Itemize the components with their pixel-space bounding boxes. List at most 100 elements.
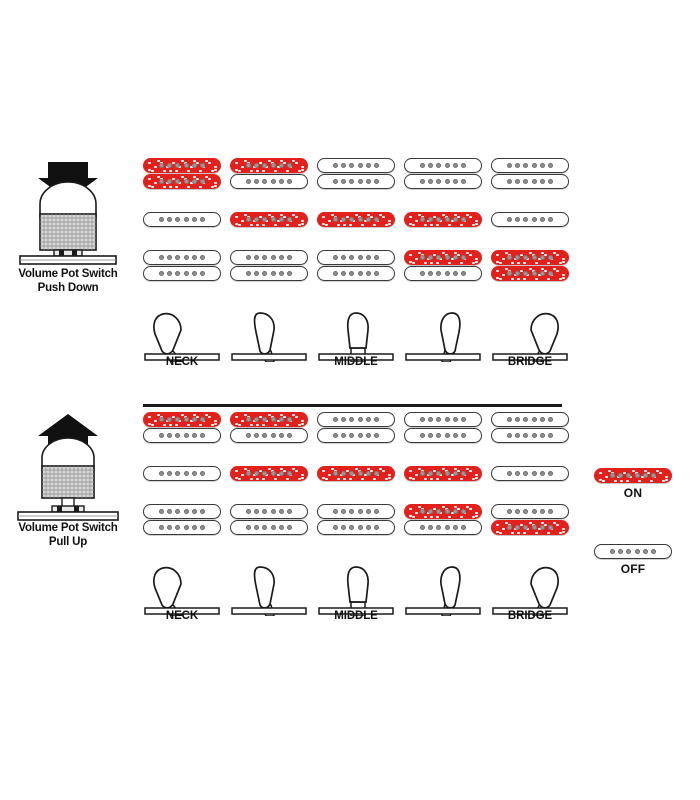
switch-lever-pos2[interactable] — [230, 564, 308, 622]
pole-piece — [349, 525, 355, 530]
pole-piece — [461, 525, 467, 530]
pole-piece — [523, 179, 529, 184]
pole-piece — [253, 417, 259, 422]
pole-piece — [270, 525, 276, 530]
pole-piece — [357, 471, 363, 476]
pole-piece — [200, 163, 206, 168]
coil-bottom — [404, 174, 482, 189]
pole-pieces — [318, 159, 394, 172]
pole-piece — [200, 471, 206, 476]
pole-piece — [461, 417, 467, 422]
pole-piece — [200, 255, 206, 260]
pole-piece — [540, 417, 546, 422]
switch-lever-icon — [492, 566, 568, 617]
coil-bottom — [230, 266, 308, 281]
legend: ON OFF — [585, 468, 681, 576]
switch-lever-pos3[interactable]: MIDDLE — [317, 564, 395, 622]
switch-position-label-3: MIDDLE — [334, 356, 378, 368]
pickup-middle-single-coil-pos1 — [143, 212, 221, 228]
coil-top — [317, 412, 395, 427]
pole-piece — [200, 525, 206, 530]
coil-top — [143, 412, 221, 427]
coil-bottom — [404, 520, 482, 535]
pole-piece — [200, 417, 206, 422]
pole-piece — [245, 417, 251, 422]
pole-piece — [200, 217, 206, 222]
pole-piece — [287, 163, 293, 168]
pole-piece — [192, 271, 198, 276]
coil-top — [491, 158, 569, 173]
coil-top — [404, 158, 482, 173]
pickup-middle-single-coil-pos5 — [491, 212, 569, 228]
pole-piece — [540, 255, 546, 260]
pole-piece — [436, 255, 442, 260]
pole-piece — [461, 217, 467, 222]
pole-piece — [332, 433, 338, 438]
pole-piece — [270, 509, 276, 514]
pole-pieces — [318, 267, 394, 280]
switch-lever-pos3[interactable]: MIDDLE — [317, 310, 395, 368]
switch-lever-pos4[interactable] — [404, 564, 482, 622]
pole-piece — [506, 471, 512, 476]
pole-piece — [548, 163, 554, 168]
pole-piece — [523, 271, 529, 276]
pole-pieces — [318, 505, 394, 518]
knob-caption-line1: Volume Pot Switch — [18, 268, 118, 280]
pole-piece — [427, 255, 433, 260]
pickup-bridge-humbucker-pos5 — [491, 250, 569, 282]
switch-lever-pos1[interactable]: NECK — [143, 564, 221, 622]
pole-piece — [270, 163, 276, 168]
coil-bottom — [404, 266, 482, 281]
pole-piece — [514, 471, 520, 476]
pole-piece — [192, 417, 198, 422]
coil-bottom — [491, 174, 569, 189]
switch-lever-icon — [231, 566, 307, 617]
pole-piece — [166, 217, 172, 222]
pole-piece — [643, 549, 649, 554]
pole-piece — [287, 179, 293, 184]
pole-piece — [279, 179, 285, 184]
pole-piece — [287, 525, 293, 530]
pole-piece — [419, 271, 425, 276]
pole-piece — [514, 163, 520, 168]
pole-pieces — [231, 429, 307, 442]
coil-single — [491, 466, 569, 481]
pole-piece — [262, 433, 268, 438]
pole-piece — [461, 179, 467, 184]
pickup-middle-single-coil-pos3 — [317, 212, 395, 228]
switch-lever-pos2[interactable] — [230, 310, 308, 368]
pole-piece — [183, 433, 189, 438]
switch-lever-icon — [318, 566, 394, 617]
pole-piece — [436, 271, 442, 276]
pole-pieces — [492, 467, 568, 480]
pole-piece — [262, 509, 268, 514]
pole-piece — [506, 271, 512, 276]
pole-piece — [349, 433, 355, 438]
pole-piece — [427, 217, 433, 222]
coil-bottom — [143, 266, 221, 281]
pole-piece — [523, 255, 529, 260]
pole-piece — [357, 525, 363, 530]
pole-pieces — [492, 413, 568, 426]
pole-piece — [651, 473, 657, 478]
pole-piece — [192, 255, 198, 260]
pole-piece — [340, 179, 346, 184]
switch-lever-pos5[interactable]: BRIDGE — [491, 310, 569, 368]
coil-top — [143, 250, 221, 265]
pole-piece — [461, 471, 467, 476]
pickup-bridge-humbucker-pos1 — [143, 250, 221, 282]
pole-piece — [366, 163, 372, 168]
pole-piece — [200, 271, 206, 276]
pole-piece — [158, 417, 164, 422]
pole-piece — [531, 163, 537, 168]
pole-pieces — [492, 267, 568, 280]
switch-lever-pos5[interactable]: BRIDGE — [491, 564, 569, 622]
pole-piece — [200, 509, 206, 514]
pole-piece — [270, 179, 276, 184]
coil-single — [230, 212, 308, 227]
coil-top — [491, 412, 569, 427]
pole-piece — [540, 525, 546, 530]
switch-lever-pos4[interactable] — [404, 310, 482, 368]
switch-lever-pos1[interactable]: NECK — [143, 310, 221, 368]
coil-top — [317, 250, 395, 265]
